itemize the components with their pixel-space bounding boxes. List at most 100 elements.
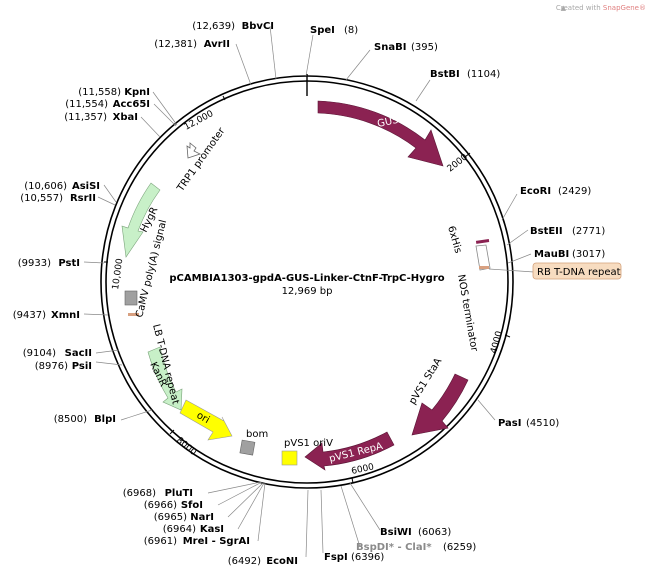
svg-text:(6965): (6965) bbox=[154, 512, 187, 523]
svg-text:(6259): (6259) bbox=[443, 542, 476, 553]
pvs1-repa-arrow[interactable] bbox=[304, 431, 395, 471]
svg-text:4000: 4000 bbox=[489, 330, 505, 355]
svg-text:EcoNI: EcoNI bbox=[266, 556, 298, 567]
bom-box[interactable] bbox=[239, 439, 256, 456]
svg-text:(6492): (6492) bbox=[228, 556, 261, 567]
pvs1-staa-label: pVS1 StaA bbox=[407, 356, 444, 406]
svg-text:(8500): (8500) bbox=[54, 414, 87, 425]
plasmid-name: pCAMBIA1303-gpdA-GUS-Linker-CtnF-TrpC-Hy… bbox=[169, 273, 444, 284]
svg-text:BlpI: BlpI bbox=[94, 414, 116, 425]
svg-text:(395): (395) bbox=[411, 42, 438, 53]
svg-text:PasI: PasI bbox=[498, 418, 521, 429]
site-Acc65I[interactable]: Acc65I (11,554) bbox=[65, 99, 150, 110]
svg-text:FspI: FspI bbox=[324, 552, 348, 563]
pvs1-staa-arrow[interactable] bbox=[411, 373, 469, 436]
ori-arrow[interactable] bbox=[179, 399, 233, 441]
pvs1-oriv-box[interactable] bbox=[281, 450, 298, 466]
svg-text:SpeI: SpeI bbox=[310, 25, 335, 36]
tick-8000: 8000 bbox=[169, 429, 198, 458]
site-BstEII[interactable]: BstEII(2771) bbox=[530, 226, 605, 237]
site-MauBI[interactable]: MauBI(3017) bbox=[534, 249, 605, 260]
site-KpnI[interactable]: KpnI(11,558) bbox=[78, 87, 150, 98]
svg-text:MauBI: MauBI bbox=[534, 249, 569, 260]
site-SfoI[interactable]: SfoI (6966) bbox=[144, 500, 203, 511]
site-BspDI-ClaI[interactable]: BspDI* - ClaI*(6259) bbox=[356, 542, 476, 553]
rb-repeat-leader bbox=[488, 268, 535, 273]
svg-text:(6968): (6968) bbox=[123, 488, 156, 499]
rb-repeat-box[interactable] bbox=[532, 262, 622, 280]
svg-text:(11,357): (11,357) bbox=[64, 112, 107, 123]
six-his-marker[interactable] bbox=[475, 239, 490, 244]
svg-text:(1104): (1104) bbox=[467, 69, 500, 80]
svg-text:BstEII: BstEII bbox=[530, 226, 563, 237]
svg-text:(3017): (3017) bbox=[572, 249, 605, 260]
site-leader-lines bbox=[83, 25, 532, 558]
rb-repeat-label: RB T-DNA repeat bbox=[537, 267, 621, 278]
svg-text:(12,381): (12,381) bbox=[154, 39, 197, 50]
svg-text:(11,554): (11,554) bbox=[65, 99, 108, 110]
hygr-arrow[interactable] bbox=[121, 182, 161, 258]
plasmid-length: 12,969 bp bbox=[282, 286, 333, 297]
svg-text:(6964): (6964) bbox=[163, 524, 196, 535]
site-BbvCI[interactable]: BbvCI(12,639) bbox=[192, 21, 274, 32]
nos-terminator-label: NOS terminator bbox=[455, 274, 480, 354]
site-SacII[interactable]: SacII(9104) bbox=[23, 348, 92, 359]
site-PasI[interactable]: PasI (4510) bbox=[498, 418, 559, 429]
svg-text:(9437): (9437) bbox=[13, 310, 46, 321]
svg-text:(2429): (2429) bbox=[558, 186, 591, 197]
site-BstBI[interactable]: BstBI(1104) bbox=[430, 69, 500, 80]
svg-text:(8): (8) bbox=[344, 25, 358, 36]
pvs1-repa-label: pVS1 RepA bbox=[328, 441, 384, 465]
svg-text:(6396): (6396) bbox=[351, 552, 384, 563]
svg-text:(4510): (4510) bbox=[526, 418, 559, 429]
tick-10000: 10,000 bbox=[104, 258, 125, 291]
site-PluTI[interactable]: PluTI(6968) bbox=[123, 488, 193, 499]
site-MreI-SgrAI[interactable]: MreI - SgrAI (6961) bbox=[144, 536, 250, 547]
svg-text:6000: 6000 bbox=[351, 462, 376, 477]
svg-text:Acc65I: Acc65I bbox=[113, 99, 150, 110]
site-KasI[interactable]: KasI (6964) bbox=[163, 524, 224, 535]
trp1-promoter-label: TRP1 promoter bbox=[175, 125, 228, 194]
tick-6000: 6000 bbox=[351, 462, 376, 484]
svg-text:EcoRI: EcoRI bbox=[520, 186, 551, 197]
svg-text:(12,639): (12,639) bbox=[192, 21, 235, 32]
kanr-arrow[interactable] bbox=[147, 346, 183, 411]
svg-text:KpnI: KpnI bbox=[124, 87, 150, 98]
site-AsiSI[interactable]: AsiSI(10,606) bbox=[24, 181, 100, 192]
gus-label: GUS bbox=[376, 115, 399, 130]
lb-repeat-marker[interactable] bbox=[128, 313, 139, 316]
trp1-promoter-arrow[interactable] bbox=[186, 142, 202, 159]
svg-text:MreI - SgrAI: MreI - SgrAI bbox=[183, 536, 250, 547]
camv-marker[interactable] bbox=[124, 290, 138, 306]
pvs1-oriv-label: pVS1 oriV bbox=[284, 438, 333, 449]
gus-arrow[interactable] bbox=[317, 100, 444, 167]
site-BlpI[interactable]: BlpI (8500) bbox=[54, 414, 116, 425]
svg-text:(9104): (9104) bbox=[23, 348, 56, 359]
nos-terminator-marker[interactable] bbox=[475, 244, 491, 271]
svg-text:(6966): (6966) bbox=[144, 500, 177, 511]
svg-text:(11,558): (11,558) bbox=[78, 87, 121, 98]
svg-text:KasI: KasI bbox=[200, 524, 224, 535]
svg-text:PstI: PstI bbox=[58, 258, 80, 269]
svg-text:(6961): (6961) bbox=[144, 536, 177, 547]
svg-text:10,000: 10,000 bbox=[111, 258, 125, 291]
site-EcoNI[interactable]: EcoNI (6492) bbox=[228, 556, 298, 567]
rb-repeat-marker[interactable] bbox=[479, 266, 489, 269]
svg-text:NarI: NarI bbox=[190, 512, 214, 523]
site-RsrII[interactable]: RsrII(10,557) bbox=[20, 193, 96, 204]
svg-text:SnaBI: SnaBI bbox=[374, 42, 406, 53]
svg-text:XbaI: XbaI bbox=[113, 112, 138, 123]
site-EcoRI[interactable]: EcoRI (2429) bbox=[520, 186, 591, 197]
site-NarI[interactable]: NarI(6965) bbox=[154, 512, 214, 523]
svg-text:SfoI: SfoI bbox=[181, 500, 203, 511]
site-XmnI[interactable]: XmnI(9437) bbox=[13, 310, 80, 321]
site-BsiWI[interactable]: BsiWI(6063) bbox=[380, 527, 451, 538]
site-SpeI[interactable]: SpeI (8) bbox=[310, 25, 358, 36]
site-PstI[interactable]: PstI(9933) bbox=[18, 258, 80, 269]
site-XbaI[interactable]: XbaI (11,357) bbox=[64, 112, 138, 123]
site-AvrII[interactable]: AvrII(12,381) bbox=[154, 39, 230, 50]
site-FspI[interactable]: FspI(6396) bbox=[324, 552, 384, 563]
site-SnaBI[interactable]: SnaBI (395) bbox=[374, 42, 438, 53]
site-PsiI[interactable]: PsiI(8976) bbox=[35, 361, 92, 372]
svg-text:(6063): (6063) bbox=[418, 527, 451, 538]
